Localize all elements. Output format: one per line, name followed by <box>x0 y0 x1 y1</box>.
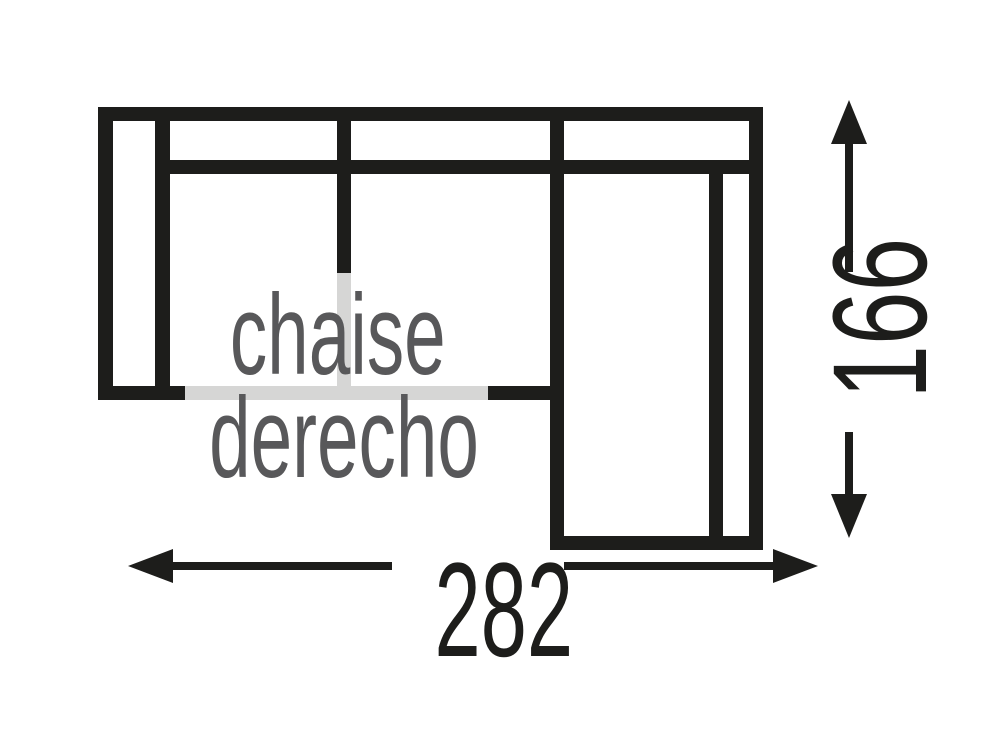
chaise-bottom-edge <box>550 536 763 550</box>
chaise-label-line1: chaise <box>230 272 446 399</box>
arrow-up-icon <box>831 100 867 144</box>
depth-dimension-line-upper <box>845 142 853 272</box>
chaise-armrest-inner-edge <box>709 160 723 536</box>
arrow-down-icon <box>831 494 867 538</box>
chaise-left-edge <box>550 107 564 550</box>
sofa-top-edge <box>98 107 763 121</box>
sofa-right-edge <box>749 107 763 550</box>
sofa-left-edge <box>98 107 113 400</box>
chaise-label: chaise derecho <box>138 272 538 502</box>
label-backdrop <box>185 273 488 400</box>
width-value: 282 <box>392 544 573 678</box>
depth-value: 166 <box>806 237 955 399</box>
backrest-front-edge <box>155 160 749 174</box>
depth-dimension-line-lower <box>845 432 853 494</box>
arrow-right-icon <box>773 549 818 583</box>
chaise-label-line2: derecho <box>209 375 479 502</box>
left-armrest-inner-edge <box>155 107 170 400</box>
